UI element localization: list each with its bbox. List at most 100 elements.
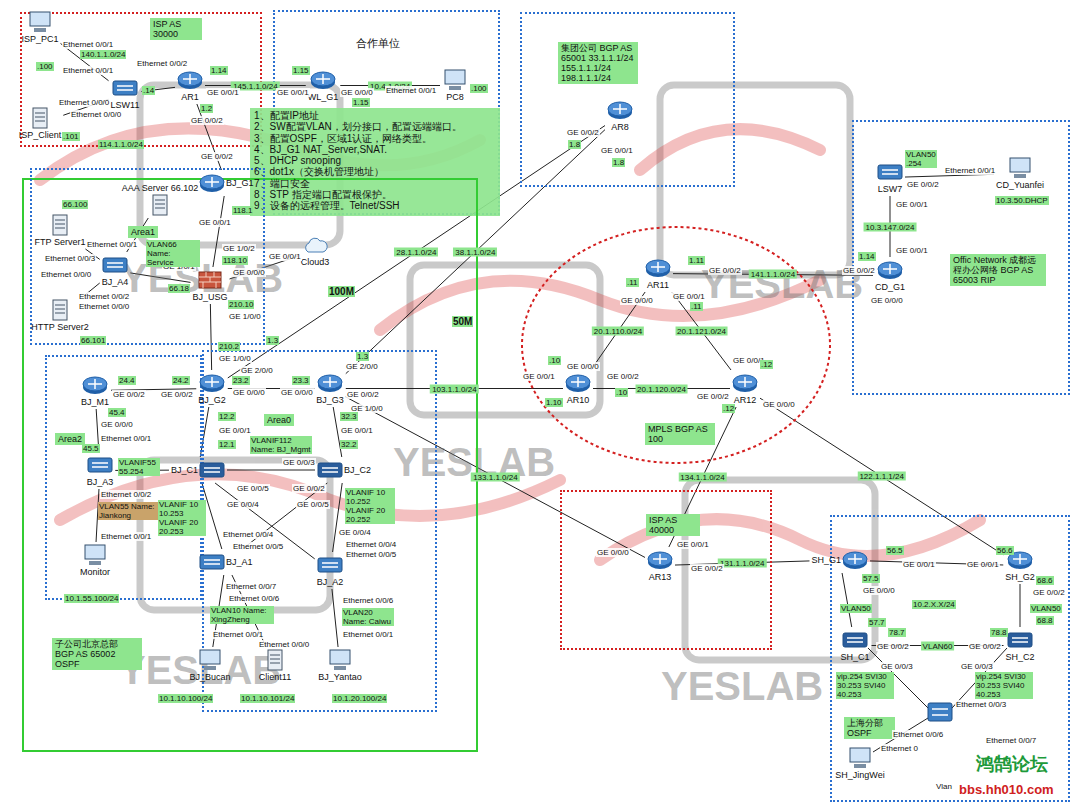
device-icon xyxy=(199,459,225,481)
interface-label: 56.6 xyxy=(996,546,1014,555)
device-name: WL_G1 xyxy=(308,92,339,102)
interface-label: GE 0/0/0 xyxy=(870,296,904,305)
network-link xyxy=(215,483,315,559)
region-heading: Area2 xyxy=(55,433,85,445)
network-device: Client11 xyxy=(259,649,291,682)
device-icon xyxy=(645,257,671,279)
interface-label: Ethernet 0/0/4 xyxy=(222,530,274,539)
device-name: AR11 xyxy=(647,280,669,290)
interface-label: 210.10 xyxy=(228,300,254,309)
device-name: Cloud3 xyxy=(301,257,330,267)
note-line: 2、SW配置VLAN，划分接口，配置远端端口。 xyxy=(254,121,496,132)
interface-label: VLANIF112 Name: BJ_Mgmt xyxy=(250,436,312,454)
network-device: SH_G1 xyxy=(811,549,868,571)
note-line: 8、STP 指定端口配置根保护。 xyxy=(254,189,496,200)
interface-label: GE 0/0/2 xyxy=(566,128,600,137)
interface-label: 118.1 xyxy=(232,206,253,215)
interface-label: .12 xyxy=(760,360,773,369)
router-arrows xyxy=(183,74,197,84)
network-link xyxy=(332,589,338,647)
device-icon xyxy=(842,549,868,571)
network-device: BJ_A2 xyxy=(317,554,344,587)
interface-label: Ethernet 0 xyxy=(880,744,919,753)
device-name: ISP_Client xyxy=(19,130,62,140)
switch-arrows xyxy=(117,86,133,90)
subnet-label: 131.1.1.0/24 xyxy=(718,558,766,567)
interface-label: Ethernet 0/0/0 xyxy=(40,270,92,279)
interface-label: Ethernet 0/0/2 xyxy=(136,59,188,68)
pc-base xyxy=(204,666,216,670)
switch-body xyxy=(928,703,952,721)
interface-label: GE 1/0/2 xyxy=(222,244,256,253)
interface-label: GE 0/0/2 xyxy=(200,152,234,161)
server-slots xyxy=(55,305,65,313)
network-region: ISP AS 30000ISP_PC1ISP_ClientLSW11AR1 xyxy=(20,12,262,147)
interface-label: 10.1.20.100/24 xyxy=(332,694,387,703)
region-heading: 集团公司 BGP AS 65001 33.1.1.1/24 155.1.1.1/… xyxy=(558,42,638,84)
note-line: 3、配置OSPF，区域1认证，网络类型。 xyxy=(254,133,496,144)
interface-label: GE 0/0/2 xyxy=(292,484,326,493)
network-device: LSW7 xyxy=(877,161,903,194)
interface-label: 32.3 xyxy=(340,412,358,421)
interface-label: 10.3.50.DHCP xyxy=(995,196,1049,205)
device-icon xyxy=(199,551,225,573)
device-icon xyxy=(47,214,73,236)
interface-label: 140.1.1.0/24 xyxy=(80,50,126,59)
device-name: Client11 xyxy=(259,672,291,682)
subnet-label: 133.1.1.0/24 xyxy=(471,473,519,482)
device-name: BJ_A1 xyxy=(226,557,253,567)
interface-label: 10.1.10.100/24 xyxy=(158,694,213,703)
interface-label: 78.7 xyxy=(888,628,906,637)
region-heading: ISP AS 30000 xyxy=(150,18,202,40)
interface-label: GE 0/0/5 xyxy=(296,500,330,509)
interface-label: 66.18 xyxy=(168,284,190,293)
interface-label: Ethernet 0/0/0 xyxy=(70,110,122,119)
server-body xyxy=(33,108,47,128)
network-link xyxy=(346,397,645,558)
interface-label: 66.100 xyxy=(62,200,88,209)
note-line: 1、配置IP地址 xyxy=(254,110,496,121)
interface-label: GE 0/0/0 xyxy=(232,388,266,397)
interface-label: .11 xyxy=(626,278,639,287)
interface-label: GE 0/0/2 xyxy=(876,642,910,651)
switch-body xyxy=(1008,633,1032,647)
switch-arrows xyxy=(107,263,123,267)
note-line: 9、设备的远程管理。Telnet/SSH xyxy=(254,200,496,211)
network-device: BJ_C2 xyxy=(317,459,371,481)
interface-label: Ethernet 0/0/3 xyxy=(955,700,1007,709)
router-arrows xyxy=(571,377,585,387)
subnet-label: VLAN60 xyxy=(921,641,955,650)
interface-label: GE 0/0/0 xyxy=(596,548,630,557)
device-name: BJ_G1 xyxy=(226,178,254,188)
interface-label: Ethernet 0/0/6 xyxy=(228,594,280,603)
server-body xyxy=(53,300,67,320)
device-icon xyxy=(47,299,73,321)
device-icon xyxy=(199,372,225,394)
interface-label: 10.1.55.100/24 xyxy=(64,594,119,603)
network-link xyxy=(1020,584,1021,627)
subnet-label: 134.1.1.0/24 xyxy=(678,473,726,482)
interface-label: 32.2 xyxy=(340,440,358,449)
note-line: 7、端口安全 xyxy=(254,178,496,189)
network-device: BJ_G1 xyxy=(199,172,254,194)
subnet-label: 122.1.1.1/24 xyxy=(857,472,905,481)
region-ellipse xyxy=(522,227,830,463)
network-device: LSW11 xyxy=(111,77,140,110)
device-name: BJ_USG xyxy=(193,292,228,302)
device-icon xyxy=(199,172,225,194)
interface-label: Ethernet 0/0/1 xyxy=(86,240,138,249)
subnet-label: 20.1.121.0/24 xyxy=(675,327,728,336)
device-name: CD_G1 xyxy=(875,282,905,292)
network-device: AAA Server 66.102 xyxy=(122,183,199,216)
interface-label: Ethernet 0/0/0 xyxy=(58,98,110,107)
region-heading: 子公司北京总部 BGP AS 65002 OSPF xyxy=(52,638,142,670)
pc-screen xyxy=(85,545,105,559)
switch-body xyxy=(113,81,137,95)
network-device: BJ_Yantao xyxy=(318,649,361,682)
switch-arrows xyxy=(932,709,948,715)
router-arrows xyxy=(848,554,862,564)
server-body xyxy=(153,195,167,215)
network-device: AR13 xyxy=(647,549,673,582)
pc-base xyxy=(1014,174,1026,178)
network-device: CD_G1 xyxy=(875,259,905,292)
